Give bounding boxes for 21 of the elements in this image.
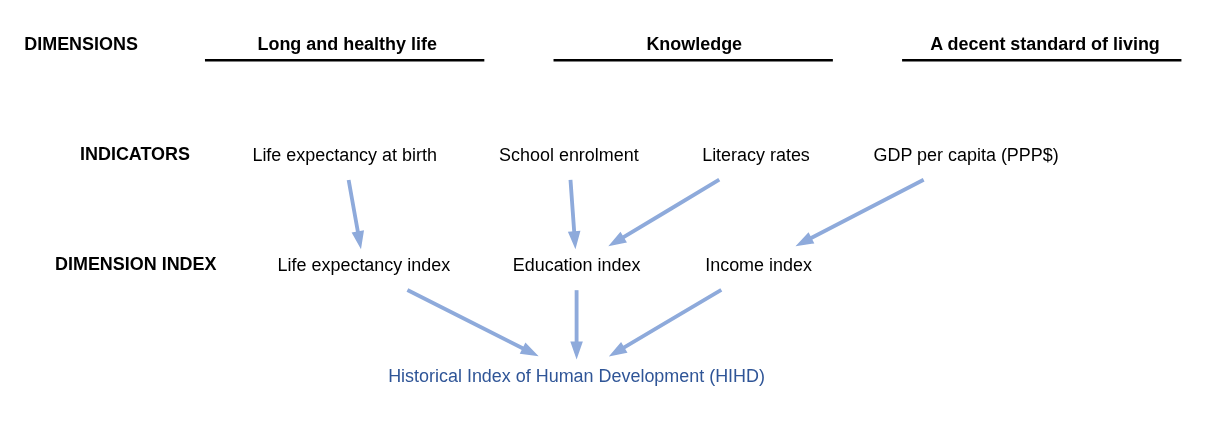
node-text: Income index — [705, 254, 812, 275]
node-text: Education index — [512, 254, 641, 275]
arrow — [567, 179, 581, 249]
arrow — [795, 177, 925, 246]
node-text: School enrolment — [499, 144, 639, 165]
label: DIMENSIONS — [24, 33, 138, 54]
label: DIMENSION INDEX — [55, 253, 217, 274]
label: Knowledge — [646, 33, 743, 54]
label: A decent standard of living — [930, 33, 1160, 54]
node-text: Historical Index of Human Development (HIHD) — [388, 365, 765, 386]
arrow — [346, 179, 364, 249]
label: INDICATORS — [80, 143, 190, 164]
arrow — [406, 287, 539, 356]
arrow — [608, 287, 723, 356]
node-text: GDP per capita (PPP$) — [873, 144, 1059, 165]
node-text: Life expectancy at birth — [252, 144, 437, 165]
node-text: Life expectancy index — [277, 254, 451, 275]
arrow — [608, 177, 721, 246]
arrow — [570, 289, 583, 359]
label: Long and healthy life — [257, 33, 437, 54]
node-text: Literacy rates — [702, 144, 810, 165]
